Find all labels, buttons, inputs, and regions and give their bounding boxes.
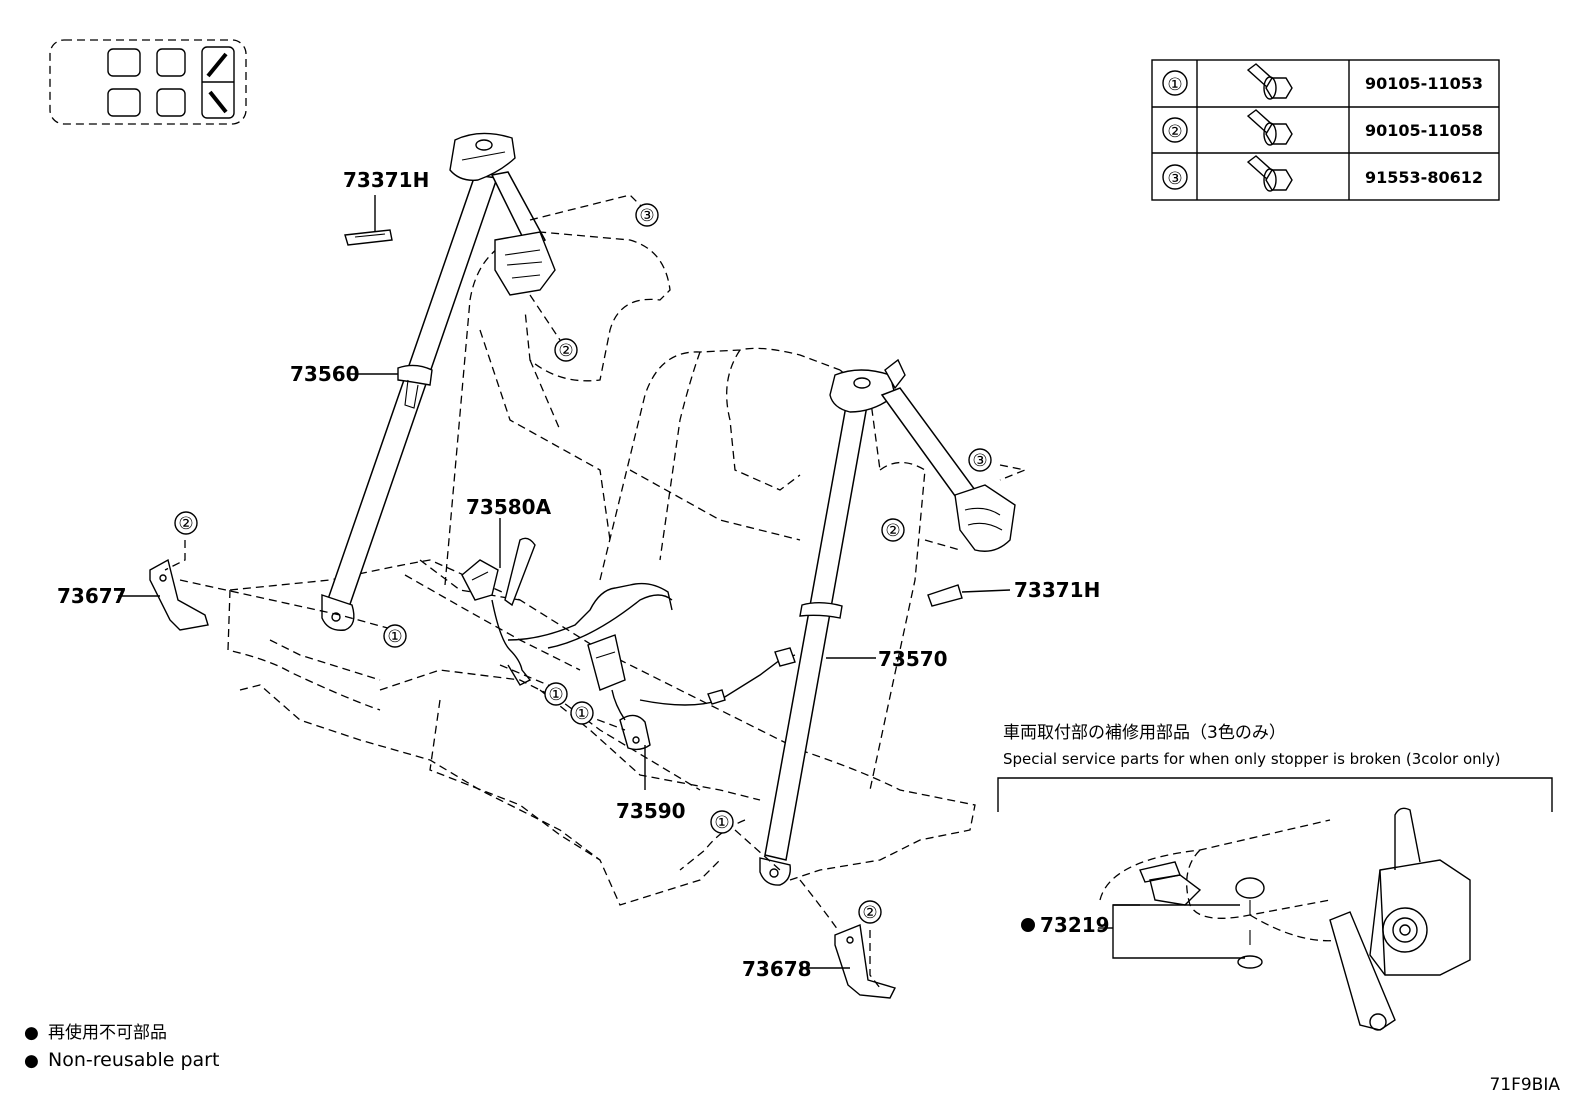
legend-bullet-ja: ● [24, 1023, 39, 1043]
buckle-assembly-73590 [587, 634, 796, 790]
belt-stopper-73371h-right [927, 584, 1011, 607]
ref-two-c: ② [885, 521, 900, 541]
ref-three-a: ③ [639, 206, 654, 226]
table-part-number: 91553-80612 [1365, 168, 1483, 187]
bolt-reference-table: ① 90105-11053 ② 90105-11058 ③ [1151, 59, 1500, 201]
bolt-leader-lines [164, 194, 1028, 989]
buckle-assembly-73580a [461, 518, 673, 686]
ref-one-a: ① [387, 627, 402, 647]
diagram-code: 71F9BIA [1489, 1075, 1560, 1095]
inset-title-ja: 車両取付部の補修用部品（3色のみ） [1003, 723, 1286, 743]
legend: ● 再使用不可部品 ● Non-reusable part [24, 1022, 219, 1071]
rear-seat-outline [227, 231, 976, 906]
label-73580a: 73580A [466, 495, 552, 519]
legend-text-ja: 再使用不可部品 [48, 1022, 167, 1043]
inset-title-en: Special service parts for when only stop… [1003, 750, 1501, 768]
ref-three-b: ③ [972, 451, 987, 471]
ref-two-b: ② [178, 514, 193, 534]
label-73371h-left: 73371H [343, 168, 429, 192]
label-73590: 73590 [616, 799, 686, 823]
ref-one-b: ① [548, 685, 563, 705]
label-73560: 73560 [290, 362, 360, 386]
table-ref: ② [1167, 122, 1182, 142]
label-73371h-right: 73371H [1014, 578, 1100, 602]
label-73570: 73570 [878, 647, 948, 671]
seat-position-key-icon [49, 39, 247, 125]
label-73678: 73678 [742, 957, 812, 981]
ref-two-d: ② [862, 903, 877, 923]
ref-one-c: ① [574, 704, 589, 724]
flange-bolt-icon [1246, 109, 1293, 146]
table-ref: ① [1167, 75, 1182, 95]
label-73219: 73219 [1040, 913, 1110, 937]
table-row: ① 90105-11053 [1162, 63, 1483, 100]
legend-text-en: Non-reusable part [48, 1049, 219, 1071]
anchor-bracket-73678 [800, 924, 896, 999]
table-part-number: 90105-11058 [1365, 121, 1483, 140]
bolt-reference-markers: ③ ② ② ① ① ① ③ ② ① ② [174, 203, 992, 924]
service-parts-inset: 車両取付部の補修用部品（3色のみ） Special service parts … [997, 723, 1553, 1031]
flange-bolt-icon [1246, 63, 1293, 100]
belt-stopper-73371h-left [344, 195, 393, 246]
anchor-bracket-73677 [118, 558, 209, 631]
flange-bolt-icon [1246, 155, 1293, 192]
table-ref: ③ [1167, 169, 1182, 189]
part-number-labels: 73371H 73560 73580A 73677 73371H 73570 7… [57, 168, 1100, 981]
seat-belt-assembly-73570 [759, 358, 1016, 886]
seat-belt-assembly-73560 [321, 132, 556, 631]
table-row: ③ 91553-80612 [1162, 155, 1483, 192]
legend-bullet-en: ● [24, 1051, 39, 1071]
table-row: ② 90105-11058 [1162, 109, 1483, 146]
ref-one-d: ① [714, 813, 729, 833]
label-73677: 73677 [57, 584, 127, 608]
table-part-number: 90105-11053 [1365, 74, 1483, 93]
ref-two-a: ② [558, 341, 573, 361]
